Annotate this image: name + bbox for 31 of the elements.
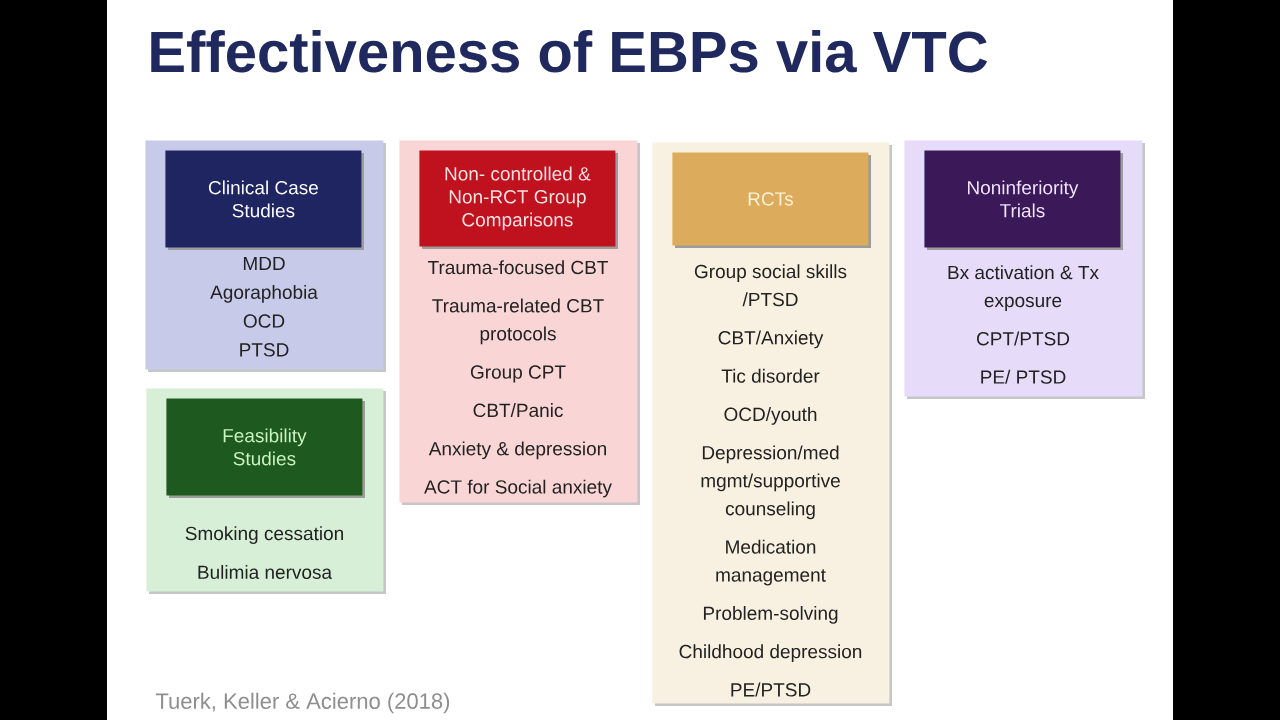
- header-box: RCTs: [672, 152, 871, 248]
- list-item: PTSD: [240, 343, 289, 357]
- list-item: CBT/Panic: [473, 403, 563, 418]
- slide-title: Effectiveness of EBPs via VTC: [151, 29, 988, 73]
- list-item: CBT/Anxiety: [718, 330, 824, 349]
- list-item: Trauma-focused CBT: [428, 260, 608, 275]
- list-item: Bulimia nervosa: [198, 565, 333, 579]
- list-item: MDD: [243, 256, 285, 270]
- citation-text: Tuerk, Keller & Acierno (2018): [155, 692, 450, 714]
- list-item: PE/PTSD: [731, 682, 811, 697]
- list-item: Depression/med mgmt/supportive counseling: [701, 445, 840, 520]
- list-item: CPT/PTSD: [977, 331, 1070, 346]
- list-item: Agoraphobia: [210, 285, 318, 303]
- header-box: Noninferiority Trials: [924, 150, 1123, 250]
- list-item: Problem-solving: [703, 606, 838, 624]
- list-item: Group CPT: [470, 365, 566, 383]
- list-item: Bx activation & Tx exposure: [948, 265, 1099, 311]
- list-item: Childhood depression: [679, 644, 862, 663]
- list-item: Medication management: [716, 539, 826, 586]
- list-item: ACT for Social anxiety: [424, 479, 612, 498]
- list-item: Tic disorder: [721, 368, 820, 383]
- header-box: Clinical Case Studies: [165, 150, 364, 250]
- list-item: Trauma-related CBT protocols: [432, 298, 604, 345]
- header-box: Feasibility Studies: [166, 398, 365, 498]
- list-item: Anxiety & depression: [428, 441, 606, 460]
- list-item: OCD: [243, 314, 285, 328]
- list-item: PE/ PTSD: [981, 369, 1066, 384]
- list-item: Group social skills /PTSD: [694, 264, 847, 307]
- header-box: Non- controlled & Non-RCT Group Comparisons: [419, 150, 618, 249]
- list-item: OCD/youth: [724, 407, 817, 425]
- list-item: Smoking cessation: [185, 526, 343, 544]
